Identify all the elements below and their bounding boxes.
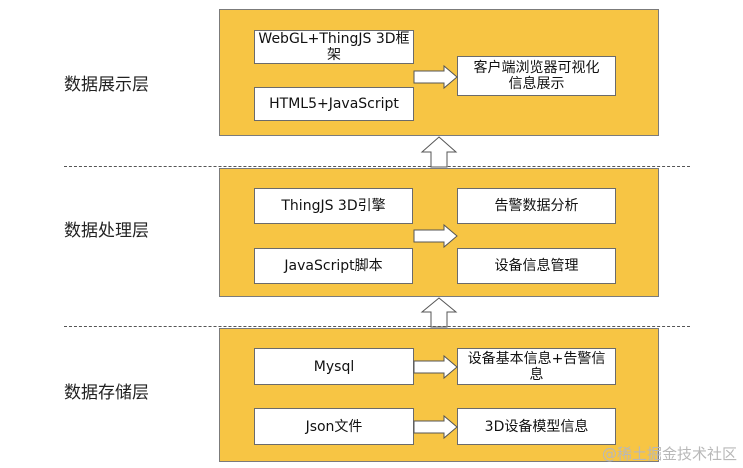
- layer-divider: [64, 326, 690, 327]
- up-arrow-icon: [420, 297, 458, 328]
- mysql-box: Mysql: [254, 348, 414, 385]
- layer-label-storage: 数据存储层: [64, 383, 149, 403]
- up-arrow-icon: [420, 136, 458, 168]
- right-arrow-icon: [413, 414, 458, 440]
- device-basic-info-box: 设备基本信息+告警信息: [457, 348, 616, 385]
- right-arrow-icon: [413, 223, 458, 249]
- layer-label-processing: 数据处理层: [64, 221, 149, 241]
- javascript-script-box: JavaScript脚本: [254, 248, 413, 284]
- browser-visualization-box: 客户端浏览器可视化信息展示: [457, 56, 616, 96]
- html5-javascript-box: HTML5+JavaScript: [254, 87, 414, 121]
- layer-label-display: 数据展示层: [64, 75, 149, 95]
- device-3d-model-box: 3D设备模型信息: [457, 408, 616, 445]
- right-arrow-icon: [413, 354, 458, 380]
- alarm-analysis-box: 告警数据分析: [457, 188, 616, 224]
- layer-divider: [64, 166, 690, 167]
- thingjs-engine-box: ThingJS 3D引擎: [254, 188, 413, 224]
- webgl-thingjs-box: WebGL+ThingJS 3D框架: [254, 30, 414, 64]
- json-file-box: Json文件: [254, 408, 414, 445]
- right-arrow-icon: [413, 64, 458, 90]
- watermark: @稀土掘金技术社区: [601, 445, 737, 463]
- device-management-box: 设备信息管理: [457, 248, 616, 284]
